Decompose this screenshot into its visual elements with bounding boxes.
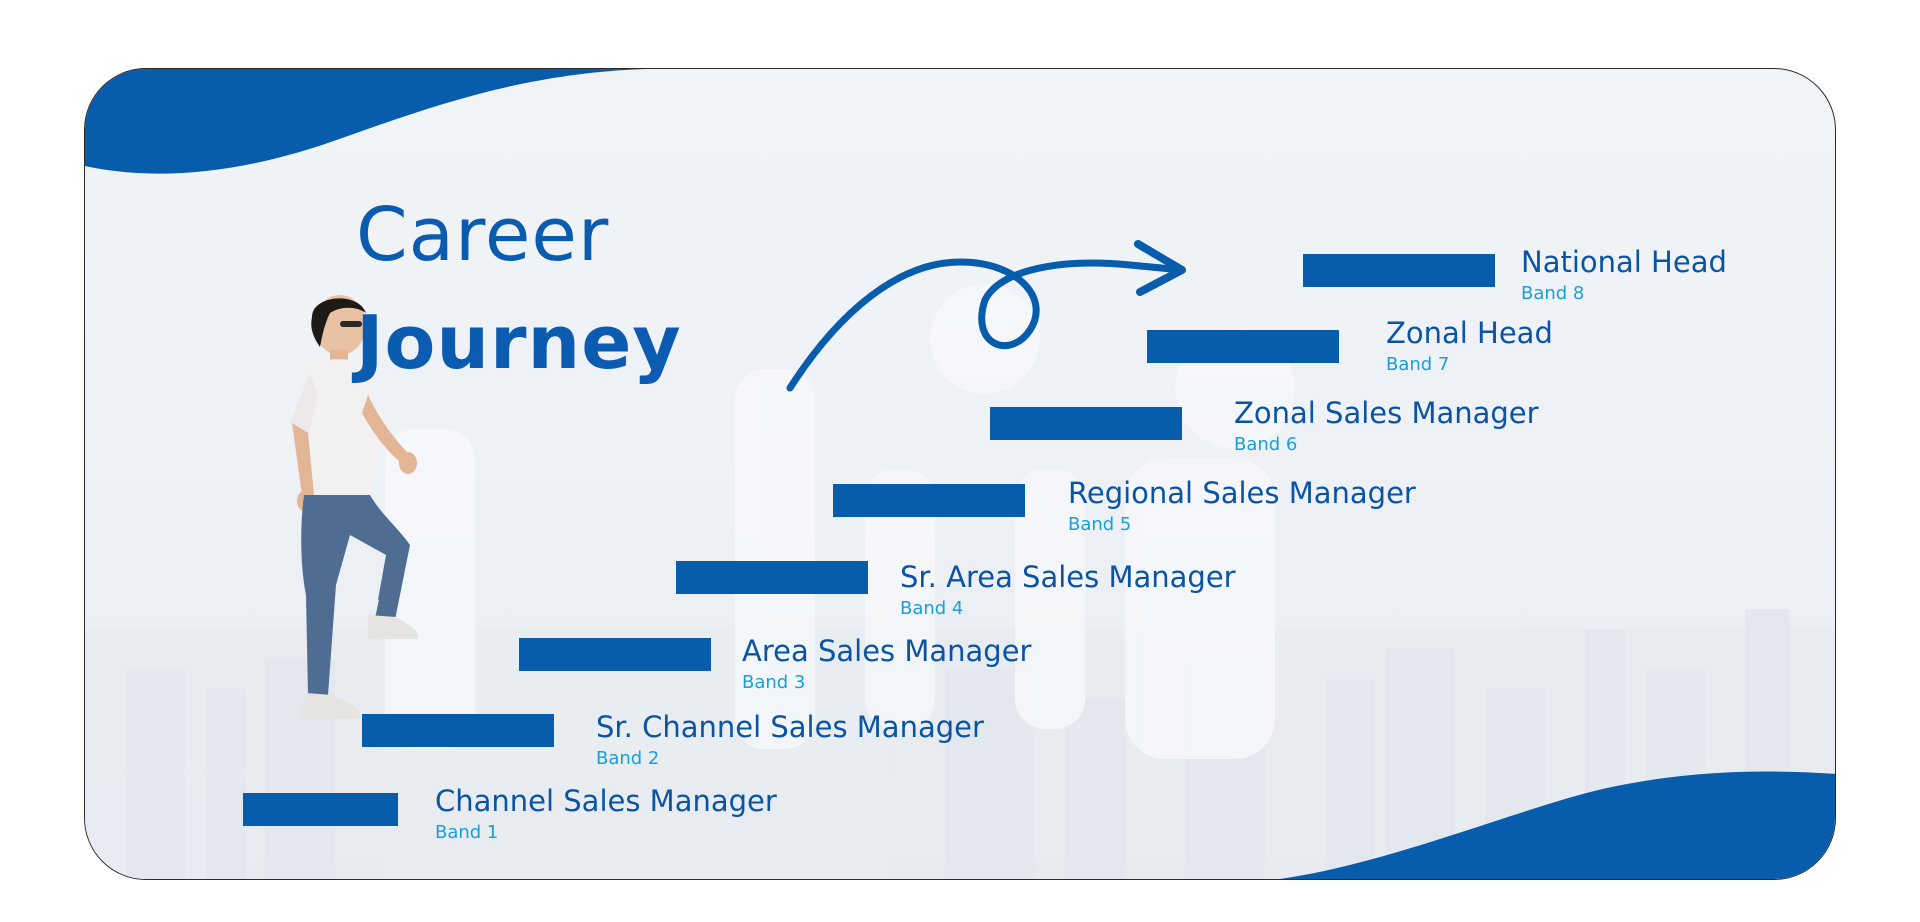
step-band-3: Band 3 — [742, 672, 806, 693]
decorative-waves — [85, 69, 1835, 879]
step-bar-8 — [1303, 254, 1495, 287]
step-bar-6 — [990, 407, 1182, 440]
top-left-wave — [85, 69, 645, 174]
step-bar-3 — [519, 638, 711, 671]
step-title-6: Zonal Sales Manager — [1234, 396, 1539, 430]
step-band-8: Band 8 — [1521, 283, 1585, 304]
step-band-2: Band 2 — [596, 748, 660, 769]
step-bar-5 — [833, 484, 1025, 517]
faded-city-background — [85, 284, 1835, 879]
step-band-6: Band 6 — [1234, 434, 1298, 455]
step-bar-4 — [676, 561, 868, 594]
step-title-2: Sr. Channel Sales Manager — [596, 710, 984, 744]
bottom-right-wave — [1279, 771, 1835, 879]
step-label-5: Regional Sales Manager Band 5 — [1068, 479, 1416, 534]
step-label-1: Channel Sales Manager Band 1 — [435, 787, 777, 842]
step-title-4: Sr. Area Sales Manager — [900, 560, 1236, 594]
step-title-7: Zonal Head — [1386, 316, 1553, 350]
step-label-3: Area Sales Manager Band 3 — [742, 637, 1031, 692]
step-title-1: Channel Sales Manager — [435, 784, 777, 818]
step-bar-1 — [243, 793, 398, 826]
step-label-6: Zonal Sales Manager Band 6 — [1234, 399, 1539, 454]
step-bar-2 — [362, 714, 554, 747]
step-title-5: Regional Sales Manager — [1068, 476, 1416, 510]
step-label-8: National Head Band 8 — [1521, 248, 1727, 303]
step-label-4: Sr. Area Sales Manager Band 4 — [900, 563, 1236, 618]
step-band-1: Band 1 — [435, 822, 499, 843]
step-title-8: National Head — [1521, 245, 1727, 279]
title-journey: Journey — [356, 300, 682, 386]
step-band-7: Band 7 — [1386, 354, 1450, 375]
step-label-7: Zonal Head Band 7 — [1386, 319, 1553, 374]
title-career: Career — [356, 192, 610, 278]
man-climbing-stairs-figure — [290, 295, 419, 719]
step-bar-7 — [1147, 330, 1339, 363]
step-band-4: Band 4 — [900, 598, 964, 619]
step-label-2: Sr. Channel Sales Manager Band 2 — [596, 713, 984, 768]
step-title-3: Area Sales Manager — [742, 634, 1032, 668]
step-band-5: Band 5 — [1068, 514, 1132, 535]
